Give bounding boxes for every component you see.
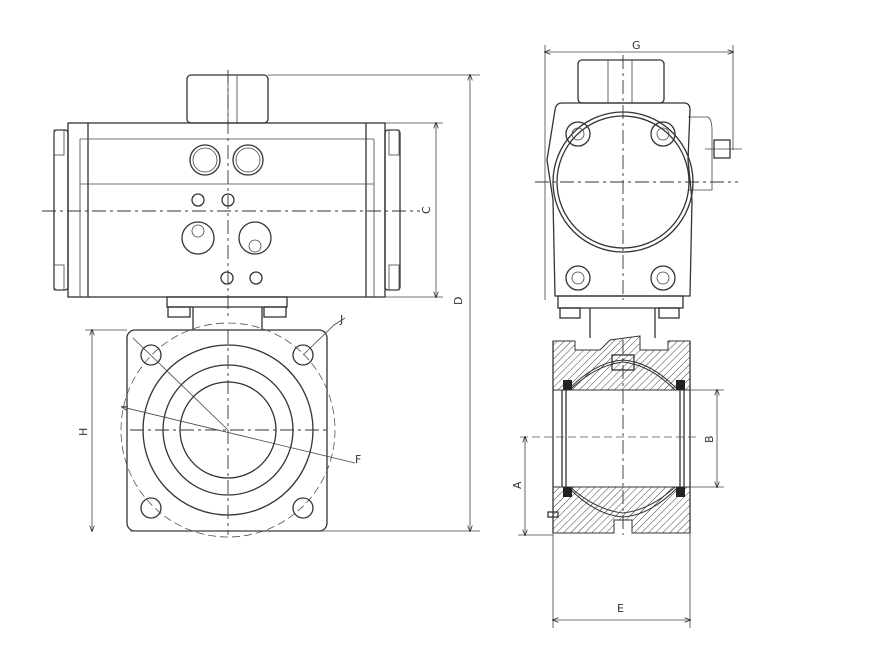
dimensions-right: G B A E	[511, 39, 733, 628]
dim-label-e: E	[617, 602, 624, 615]
front-view-flange	[120, 317, 356, 538]
dim-label-b: B	[703, 435, 716, 443]
front-view-actuator	[42, 70, 420, 330]
dim-label-g: G	[632, 39, 641, 52]
dim-label-c: C	[420, 206, 433, 214]
side-view-actuator	[535, 55, 742, 338]
dim-label-d: D	[452, 297, 465, 305]
dimensions-left: D C H F J	[77, 75, 480, 531]
dim-label-a: A	[511, 481, 524, 489]
dim-label-h: H	[77, 428, 90, 436]
side-view-valve-section	[520, 335, 700, 535]
dim-label-f: F	[355, 453, 361, 466]
dim-label-j: J	[339, 313, 343, 326]
